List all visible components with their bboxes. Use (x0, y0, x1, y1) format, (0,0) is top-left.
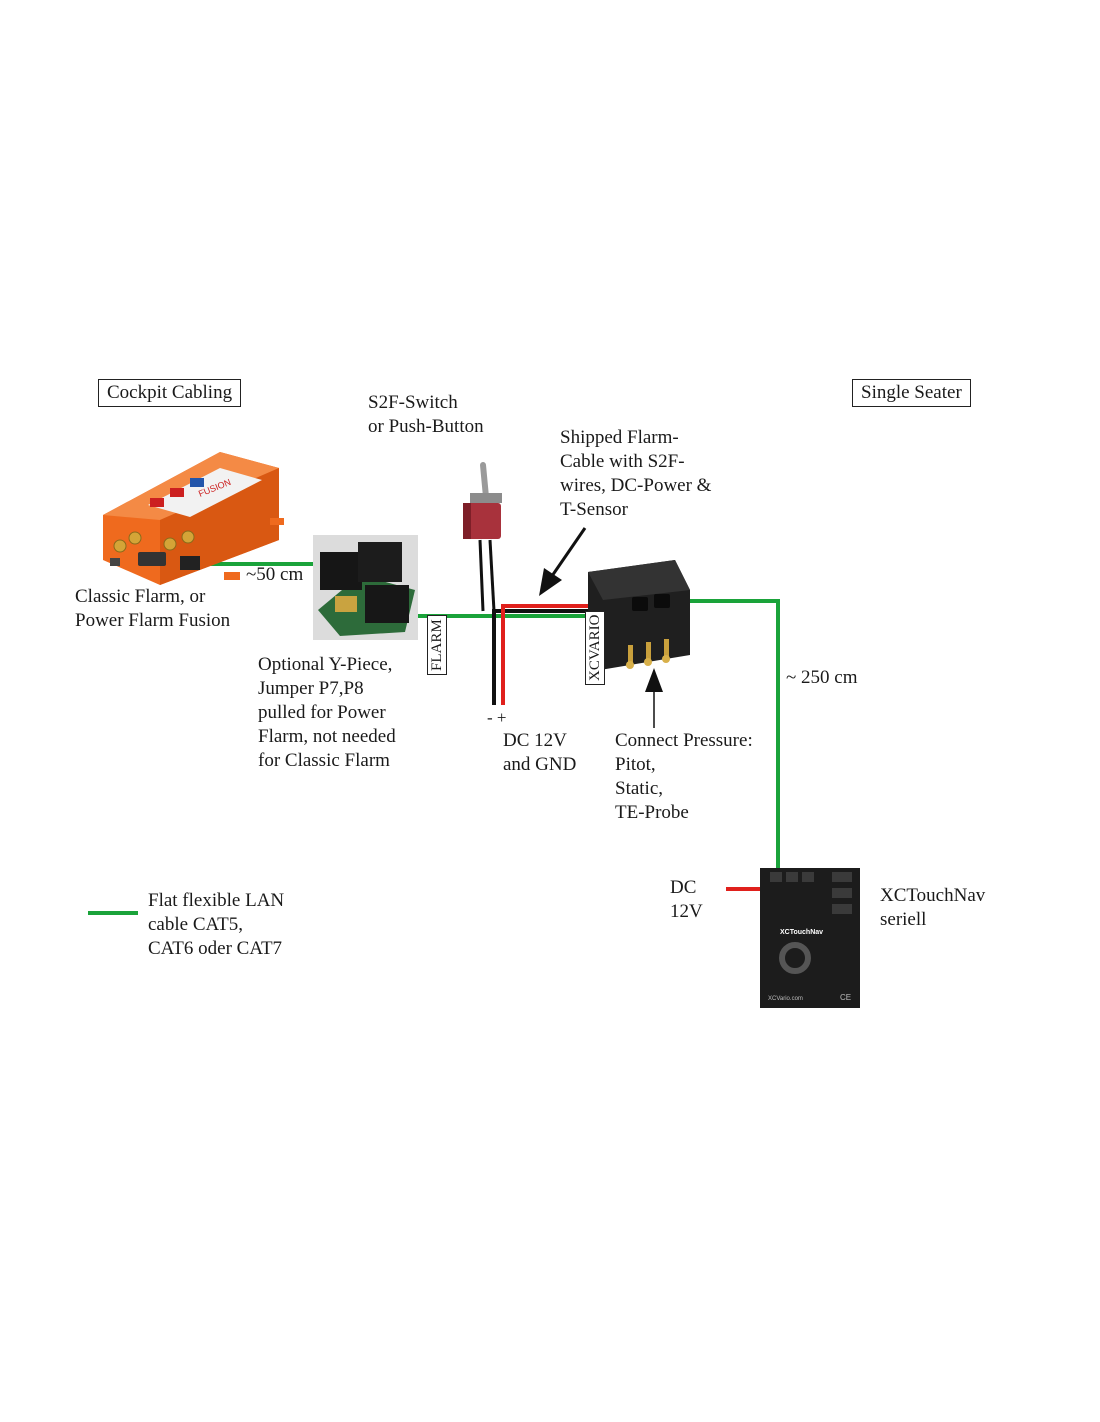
flarm-fusion-device: FUSION (103, 452, 284, 585)
s2f-toggle-switch (463, 462, 502, 539)
s2f-wire-2 (488, 539, 496, 612)
cable-250cm-label: ~ 250 cm (786, 667, 858, 688)
y-piece-device (313, 535, 418, 640)
flarm-port-label: FLARM (427, 615, 447, 675)
xctouchnav-device: XCTouchNav XCVario.com CE (760, 868, 860, 1008)
xctouchnav-footer-text: XCVario.com (768, 996, 803, 1002)
ce-mark-text: CE (840, 993, 851, 1002)
pressure-label: Connect Pressure:Pitot, Static,TE-Probe (615, 730, 753, 823)
shipped-cable-arrow (539, 527, 587, 596)
cockpit-cabling-title: Cockpit Cabling (98, 379, 242, 407)
y-piece-label: Optional Y-Piece,Jumper P7,P8 pulled for… (258, 654, 396, 771)
single-seater-title: Single Seater (852, 379, 971, 407)
shipped-cable-label: Shipped Flarm-Cable with S2F- wires, DC-… (560, 427, 712, 520)
s2f-wire-1 (478, 539, 485, 612)
polarity-label: - + (487, 708, 507, 727)
xctouchnav-panel-text: XCTouchNav (780, 929, 823, 936)
xcvario-port-label: XCVARIO (585, 610, 605, 685)
cable-50cm-label: ~50 cm (246, 564, 304, 585)
xcvario-sensor-box (588, 560, 690, 670)
lan-cable-xcvario-to-xctouchnav (668, 599, 780, 875)
pressure-arrow (645, 668, 663, 728)
dc-wire (501, 604, 616, 705)
